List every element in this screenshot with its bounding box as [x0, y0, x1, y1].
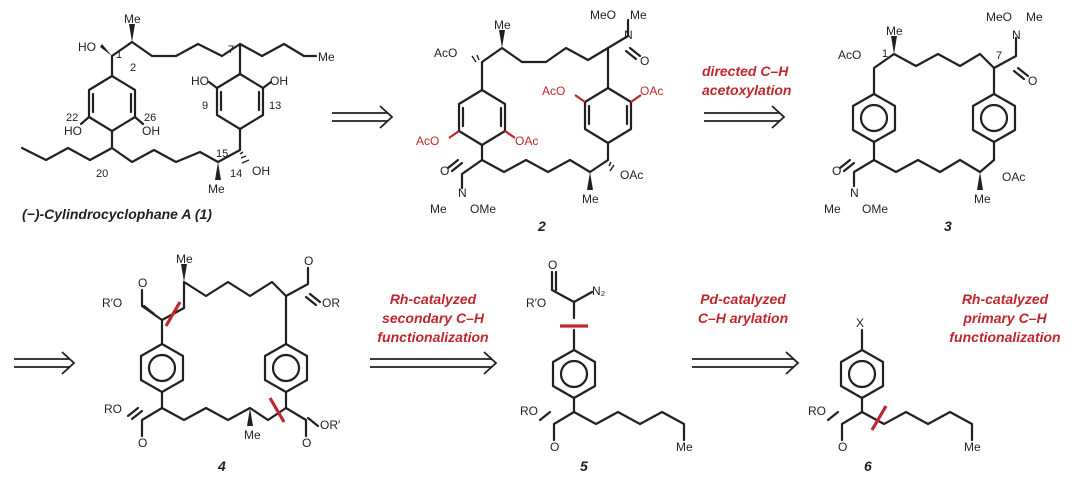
o-label: O — [548, 258, 558, 272]
me-label: Me — [124, 12, 141, 26]
me-label: Me — [494, 18, 511, 32]
me-label: Me — [582, 192, 599, 206]
retro-arrow-1 — [332, 105, 394, 129]
n-label: N — [624, 28, 633, 42]
compound-3-structure — [838, 36, 1030, 190]
retro-arrow-3 — [14, 351, 76, 375]
rprime-o-label: R′O — [526, 296, 547, 310]
condition-acetoxylation: directed C–H acetoxylation — [702, 63, 792, 98]
o-label: O — [138, 436, 148, 450]
retro-arrow-5 — [692, 351, 800, 375]
locant-22: 22 — [66, 112, 79, 124]
oh-label: OH — [252, 164, 270, 178]
locant-1: 1 — [882, 48, 889, 60]
o-label: O — [640, 54, 650, 68]
aco-label: AcO — [416, 134, 440, 148]
oac-label: OAc — [640, 84, 664, 98]
ome-label: OMe — [470, 202, 497, 216]
ome-label: OMe — [862, 202, 889, 216]
me-label: Me — [176, 252, 193, 266]
me-label: Me — [886, 24, 903, 38]
compound-4-label: 4 — [218, 458, 226, 474]
ho-label: HO — [78, 40, 96, 54]
compound-2-label: 2 — [538, 218, 546, 234]
condition-arylation: Pd-catalyzed C–H arylation — [697, 291, 789, 326]
locant-26: 26 — [144, 112, 157, 124]
me-label: Me — [208, 182, 225, 196]
o-label: O — [1028, 74, 1038, 88]
o-label: O — [302, 436, 312, 450]
orprime-label: OR′ — [320, 418, 341, 432]
locant-2: 2 — [130, 62, 137, 74]
compound-6-structure — [826, 328, 974, 442]
ro-label: RO — [808, 404, 826, 418]
n-label: N — [458, 186, 467, 200]
me-label: Me — [974, 192, 991, 206]
me-label: Me — [676, 440, 693, 454]
n-label: N — [850, 186, 859, 200]
o-label: O — [838, 440, 848, 454]
retro-arrow-2 — [704, 105, 786, 129]
locant-7: 7 — [228, 44, 235, 56]
ho-label: HO — [64, 124, 82, 138]
ro-label: RO — [520, 404, 538, 418]
condition-primary-ch: Rh-catalyzed primary C–H functionalizati… — [949, 291, 1061, 345]
oh-label: OH — [142, 124, 160, 138]
locant-7: 7 — [996, 50, 1003, 62]
locant-20: 20 — [96, 168, 109, 180]
me-label: Me — [318, 50, 335, 64]
compound-1-structure — [20, 24, 318, 180]
retro-arrow-4 — [370, 351, 498, 375]
locant-15: 15 — [216, 148, 229, 160]
oac-label: OAc — [1002, 170, 1026, 184]
o-label: O — [440, 164, 450, 178]
aco-label: AcO — [542, 84, 566, 98]
ho-label: HO — [191, 74, 209, 88]
n2-label: N₂ — [592, 284, 606, 298]
me-label: Me — [244, 428, 261, 442]
locant-9: 9 — [202, 100, 209, 112]
me-label: Me — [430, 202, 447, 216]
meo-label: MeO — [590, 8, 617, 22]
locant-1: 1 — [116, 49, 123, 61]
compound-4-structure — [126, 264, 322, 438]
compound-1-title: (−)-Cylindrocyclophane A (1) — [22, 206, 212, 222]
or-label: OR — [322, 296, 340, 310]
aco-label: AcO — [838, 48, 862, 62]
oac-label: OAc — [620, 168, 644, 182]
o-label: O — [304, 254, 314, 268]
oac-label: OAc — [515, 134, 539, 148]
meo-label: MeO — [986, 10, 1013, 24]
rprime-o-label: R′O — [102, 296, 123, 310]
o-label: O — [138, 276, 148, 290]
compound-5-label: 5 — [580, 458, 588, 474]
locant-14: 14 — [230, 168, 243, 180]
me-label: Me — [1026, 10, 1043, 24]
me-label: Me — [630, 8, 647, 22]
compound-6-label: 6 — [864, 458, 872, 474]
compound-3-label: 3 — [944, 218, 952, 234]
oh-label: OH — [270, 74, 288, 88]
o-label: O — [832, 164, 842, 178]
x-label: X — [856, 316, 865, 330]
aco-label: AcO — [434, 46, 458, 60]
compound-2-structure — [446, 18, 642, 190]
n-label: N — [1012, 28, 1021, 42]
condition-secondary-ch: Rh-catalyzed secondary C–H functionaliza… — [377, 291, 489, 345]
me-label: Me — [964, 440, 981, 454]
me-label: Me — [824, 202, 841, 216]
locant-13: 13 — [269, 100, 282, 112]
ro-label: RO — [104, 402, 122, 416]
compound-5-structure — [538, 270, 686, 442]
o-label: O — [550, 440, 560, 454]
